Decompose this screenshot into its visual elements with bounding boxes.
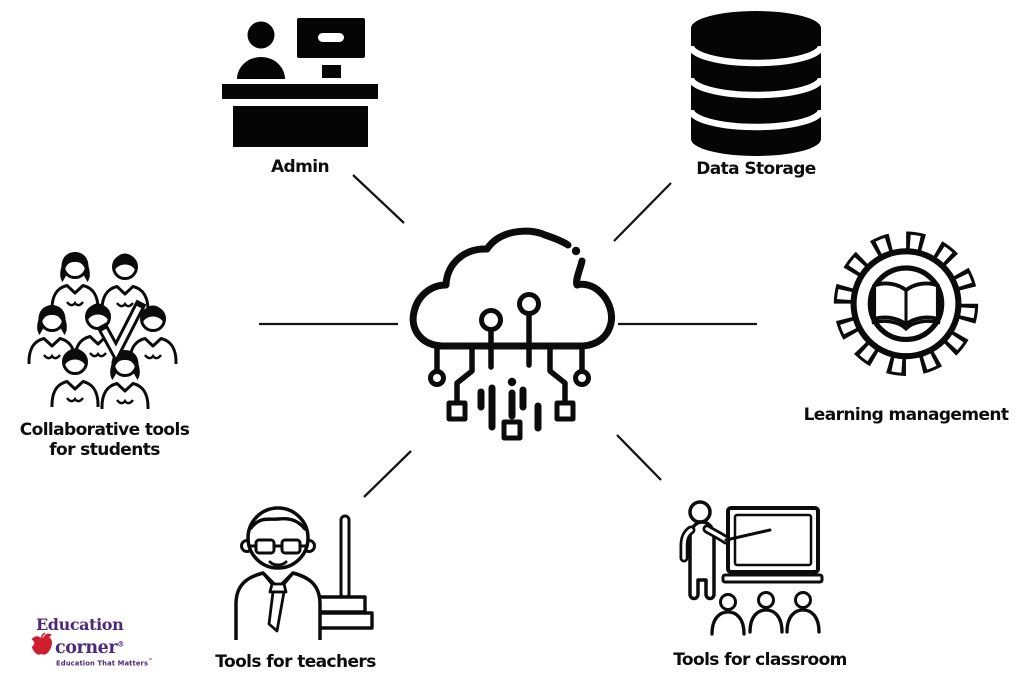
logo-word-education: Education (36, 615, 124, 634)
collaborative-tools-label: Collaborative tools for students (20, 420, 190, 461)
classroom-presentation-icon (679, 500, 824, 636)
teacher-icon (233, 506, 374, 640)
node-tools-for-teachers: Tools for teachers (213, 500, 378, 672)
trademark-mark: ™ (148, 658, 154, 664)
education-corner-logo: Education corner® Education That Matters… (28, 617, 153, 667)
node-tools-for-classroom: Tools for classroom (666, 488, 854, 670)
gear-book-icon (833, 231, 979, 376)
students-group-icon (27, 250, 178, 411)
database-icon (687, 11, 825, 156)
collaborative-tools-label-line2: for students (49, 440, 160, 461)
open-book-icon (871, 281, 941, 332)
data-storage-label: Data Storage (696, 159, 816, 179)
node-admin: Admin (218, 6, 382, 177)
checkmark-icon (96, 299, 147, 364)
tie-knot (268, 582, 287, 594)
node-collaborative-tools: Collaborative tools for students (12, 246, 197, 461)
node-learning-management: Learning management (804, 226, 1009, 425)
learning-management-label: Learning management (803, 405, 1009, 425)
apple-icon (28, 632, 53, 655)
tie (267, 590, 285, 633)
connector-teachers (363, 450, 412, 498)
tools-for-classroom-label: Tools for classroom (673, 650, 847, 670)
pointer-stick (724, 528, 772, 542)
admin-label: Admin (271, 157, 330, 177)
glasses-icon (247, 538, 308, 555)
connector-admin (352, 174, 405, 224)
registered-mark: ® (117, 639, 125, 649)
collaborative-tools-label-line1: Collaborative tools (19, 420, 190, 440)
tools-for-teachers-label: Tools for teachers (215, 652, 376, 672)
logo-word-corner: corner (55, 637, 118, 658)
student-icon (50, 250, 100, 313)
node-cloud-computing (405, 225, 625, 445)
cloud-circuit-icon (409, 227, 615, 441)
node-data-storage: Data Storage (676, 6, 836, 179)
monitor-screen-slot (318, 33, 344, 42)
logo-tagline: Education That Matters™ (56, 658, 154, 668)
person-at-desk-icon (222, 18, 378, 147)
